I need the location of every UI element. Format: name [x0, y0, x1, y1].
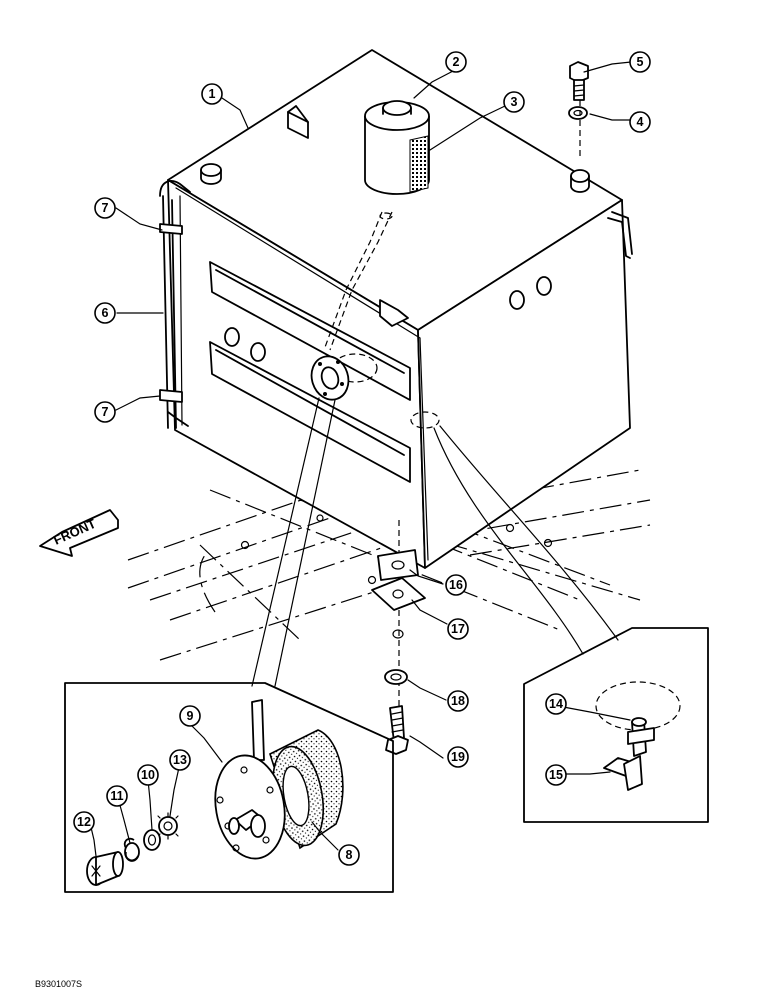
svg-text:8: 8 [346, 848, 353, 862]
callout-14: 14 [545, 693, 567, 715]
detail-box-drain [433, 425, 709, 823]
svg-text:19: 19 [451, 750, 465, 764]
callout-16: 16 [445, 574, 467, 596]
svg-text:7: 7 [102, 201, 109, 215]
callout-6: 6 [94, 302, 116, 324]
svg-text:5: 5 [637, 55, 644, 69]
sight-gauge-assembly [159, 180, 191, 429]
flat-washer [143, 829, 161, 851]
callout-8: 8 [338, 844, 360, 866]
callout-4: 4 [629, 111, 651, 133]
svg-text:6: 6 [102, 306, 109, 320]
svg-text:16: 16 [449, 578, 463, 592]
cap-screw [86, 851, 124, 886]
svg-text:18: 18 [451, 694, 465, 708]
drawing-code: B9301007S [35, 979, 82, 989]
svg-text:9: 9 [187, 709, 194, 723]
callout-11: 11 [106, 785, 128, 807]
front-panel-opening-lower [209, 341, 411, 483]
callout-3: 3 [503, 91, 525, 113]
callout-12: 12 [73, 811, 95, 833]
svg-text:15: 15 [549, 768, 563, 782]
svg-text:11: 11 [110, 789, 123, 803]
callout-1: 1 [201, 83, 223, 105]
mount-pad-16 [377, 549, 419, 581]
leader-lines [89, 61, 632, 857]
detail-box-flange [64, 397, 394, 893]
callout-10: 10 [137, 764, 159, 786]
svg-text:1: 1 [209, 87, 216, 101]
callout-15: 15 [545, 764, 567, 786]
callout-18: 18 [447, 690, 469, 712]
star-washer [157, 812, 179, 840]
svg-text:3: 3 [511, 95, 518, 109]
callout-5: 5 [629, 51, 651, 73]
callout-17: 17 [447, 618, 469, 640]
callout-13: 13 [169, 749, 191, 771]
callout-7-upper: 7 [94, 197, 116, 219]
svg-text:4: 4 [637, 115, 644, 129]
callout-7-lower: 7 [94, 401, 116, 423]
svg-text:17: 17 [451, 622, 465, 636]
svg-text:13: 13 [173, 753, 187, 767]
tank-side-face [417, 199, 631, 569]
front-panel-opening-upper [209, 261, 411, 401]
front-direction-arrow: FRONT [39, 509, 119, 557]
breather-filter-mesh [409, 135, 429, 193]
svg-text:12: 12 [77, 815, 91, 829]
mounting-hardware [371, 520, 426, 755]
svg-text:2: 2 [453, 55, 460, 69]
callout-9: 9 [179, 705, 201, 727]
mount-washer-17 [371, 577, 426, 611]
svg-text:10: 10 [141, 768, 155, 782]
callout-19: 19 [447, 746, 469, 768]
callout-2: 2 [445, 51, 467, 73]
svg-text:14: 14 [549, 697, 563, 711]
svg-text:7: 7 [102, 405, 109, 419]
breather-assembly [364, 100, 430, 195]
bolt-and-washer [568, 61, 589, 160]
suction-flange [310, 355, 350, 401]
